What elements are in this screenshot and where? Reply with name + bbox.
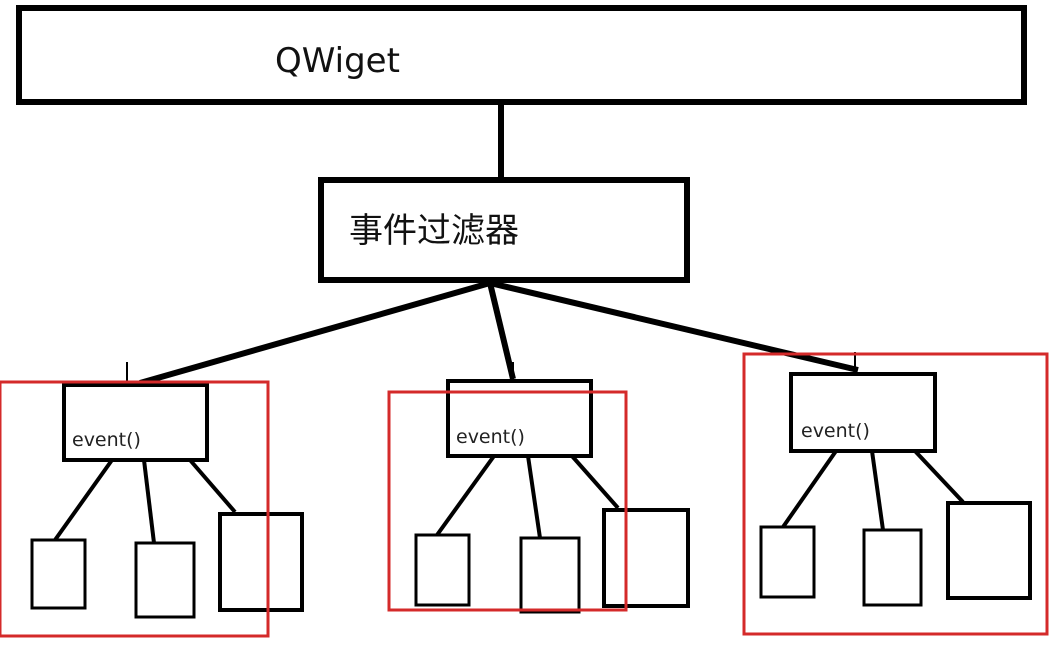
event-1-child-3-edge [188,458,237,514]
event-label-1: event() [72,429,141,451]
event-filter-node: 事件过滤器 [318,177,690,283]
filter-to-event-1-edge [139,280,491,386]
highlight-box-3 [742,352,1049,636]
child-widget-1-3 [218,512,304,612]
event-box-3 [789,372,937,453]
child-widget-2-1 [414,533,471,607]
child-widget-3-1 [759,525,816,599]
filter-to-event-2-edge [487,282,516,380]
widget-group-3: event() [742,352,1049,636]
event-2-child-3-edge [570,454,620,510]
filter-to-event-3-edge [489,280,859,373]
child-widget-3-2 [862,528,923,607]
event-filter-box [318,177,690,283]
event-box-1 [62,383,209,462]
event-2-child-1-edge [435,454,496,537]
event-3-child-1-edge [781,449,838,529]
child-widget-2-2 [519,536,581,614]
event-2-child-2-edge [526,455,542,539]
event-filter-label: 事件过滤器 [349,211,519,251]
child-widget-3-3 [946,501,1032,600]
child-widget-2-3 [602,508,690,608]
event-label-2: event() [456,426,525,448]
qwidget-box [16,5,1027,105]
event-1-child-1-edge [53,458,114,542]
child-widget-1-2 [134,541,196,619]
widget-group-1: event() [0,380,304,638]
highlight-box-1 [0,380,270,638]
highlight-box-2 [387,390,628,612]
child-widget-1-1 [30,538,87,610]
event-label-3: event() [801,420,870,442]
qwidget-label: QWiget [275,41,400,81]
event-1-child-2-edge [142,459,156,544]
event-3-child-3-edge [913,449,965,504]
qwidget-node: QWiget [16,5,1027,105]
event-3-child-2-edge [870,450,885,531]
widget-group-2: event() [387,379,690,614]
